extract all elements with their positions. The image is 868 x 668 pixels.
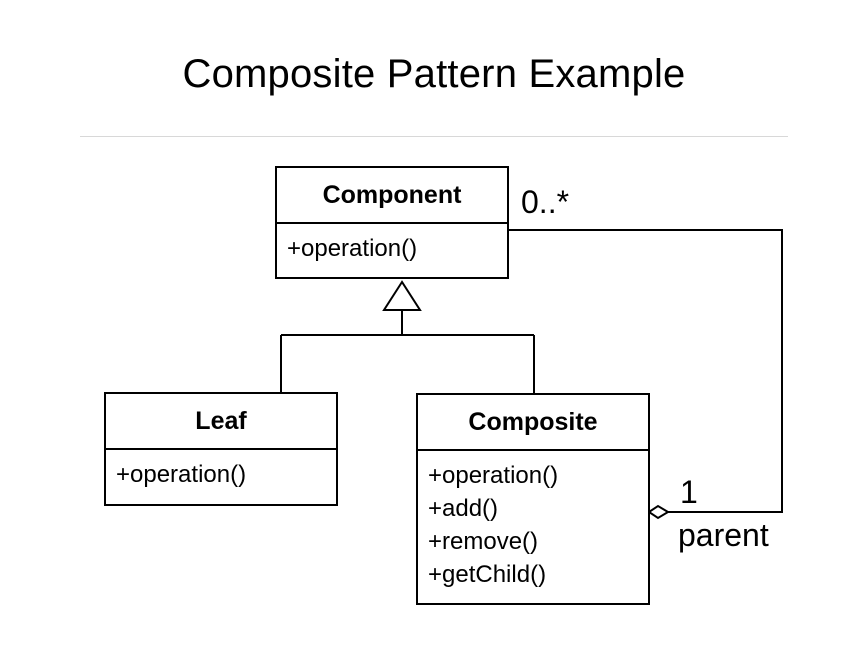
- class-composite: Composite +operation() +add() +remove() …: [416, 393, 650, 605]
- operation: +operation(): [116, 461, 247, 488]
- operation: +getChild(): [428, 561, 547, 588]
- class-composite-operations: +operation() +add() +remove() +getChild(…: [418, 451, 648, 591]
- class-leaf-operations: +operation(): [106, 450, 336, 491]
- role-parent-label: parent: [678, 517, 769, 553]
- operation: +remove(): [428, 528, 539, 555]
- aggregation-line: [508, 229, 783, 513]
- aggregation-diamond: [647, 504, 670, 520]
- operation: +add(): [428, 495, 499, 522]
- operation: +operation(): [428, 462, 559, 489]
- class-leaf: Leaf +operation(): [104, 392, 338, 506]
- class-component: Component +operation(): [275, 166, 509, 279]
- class-composite-name: Composite: [418, 395, 648, 451]
- class-component-name: Component: [277, 168, 507, 224]
- multiplicity-composite-label: 1: [680, 474, 698, 510]
- inheritance-arrowhead: [382, 280, 422, 311]
- class-component-operations: +operation(): [277, 224, 507, 265]
- class-leaf-name: Leaf: [106, 394, 336, 450]
- multiplicity-component-label: 0..*: [521, 184, 570, 220]
- operation: +operation(): [287, 235, 418, 262]
- title-divider: [80, 136, 788, 137]
- diagram-title: Composite Pattern Example: [182, 52, 686, 96]
